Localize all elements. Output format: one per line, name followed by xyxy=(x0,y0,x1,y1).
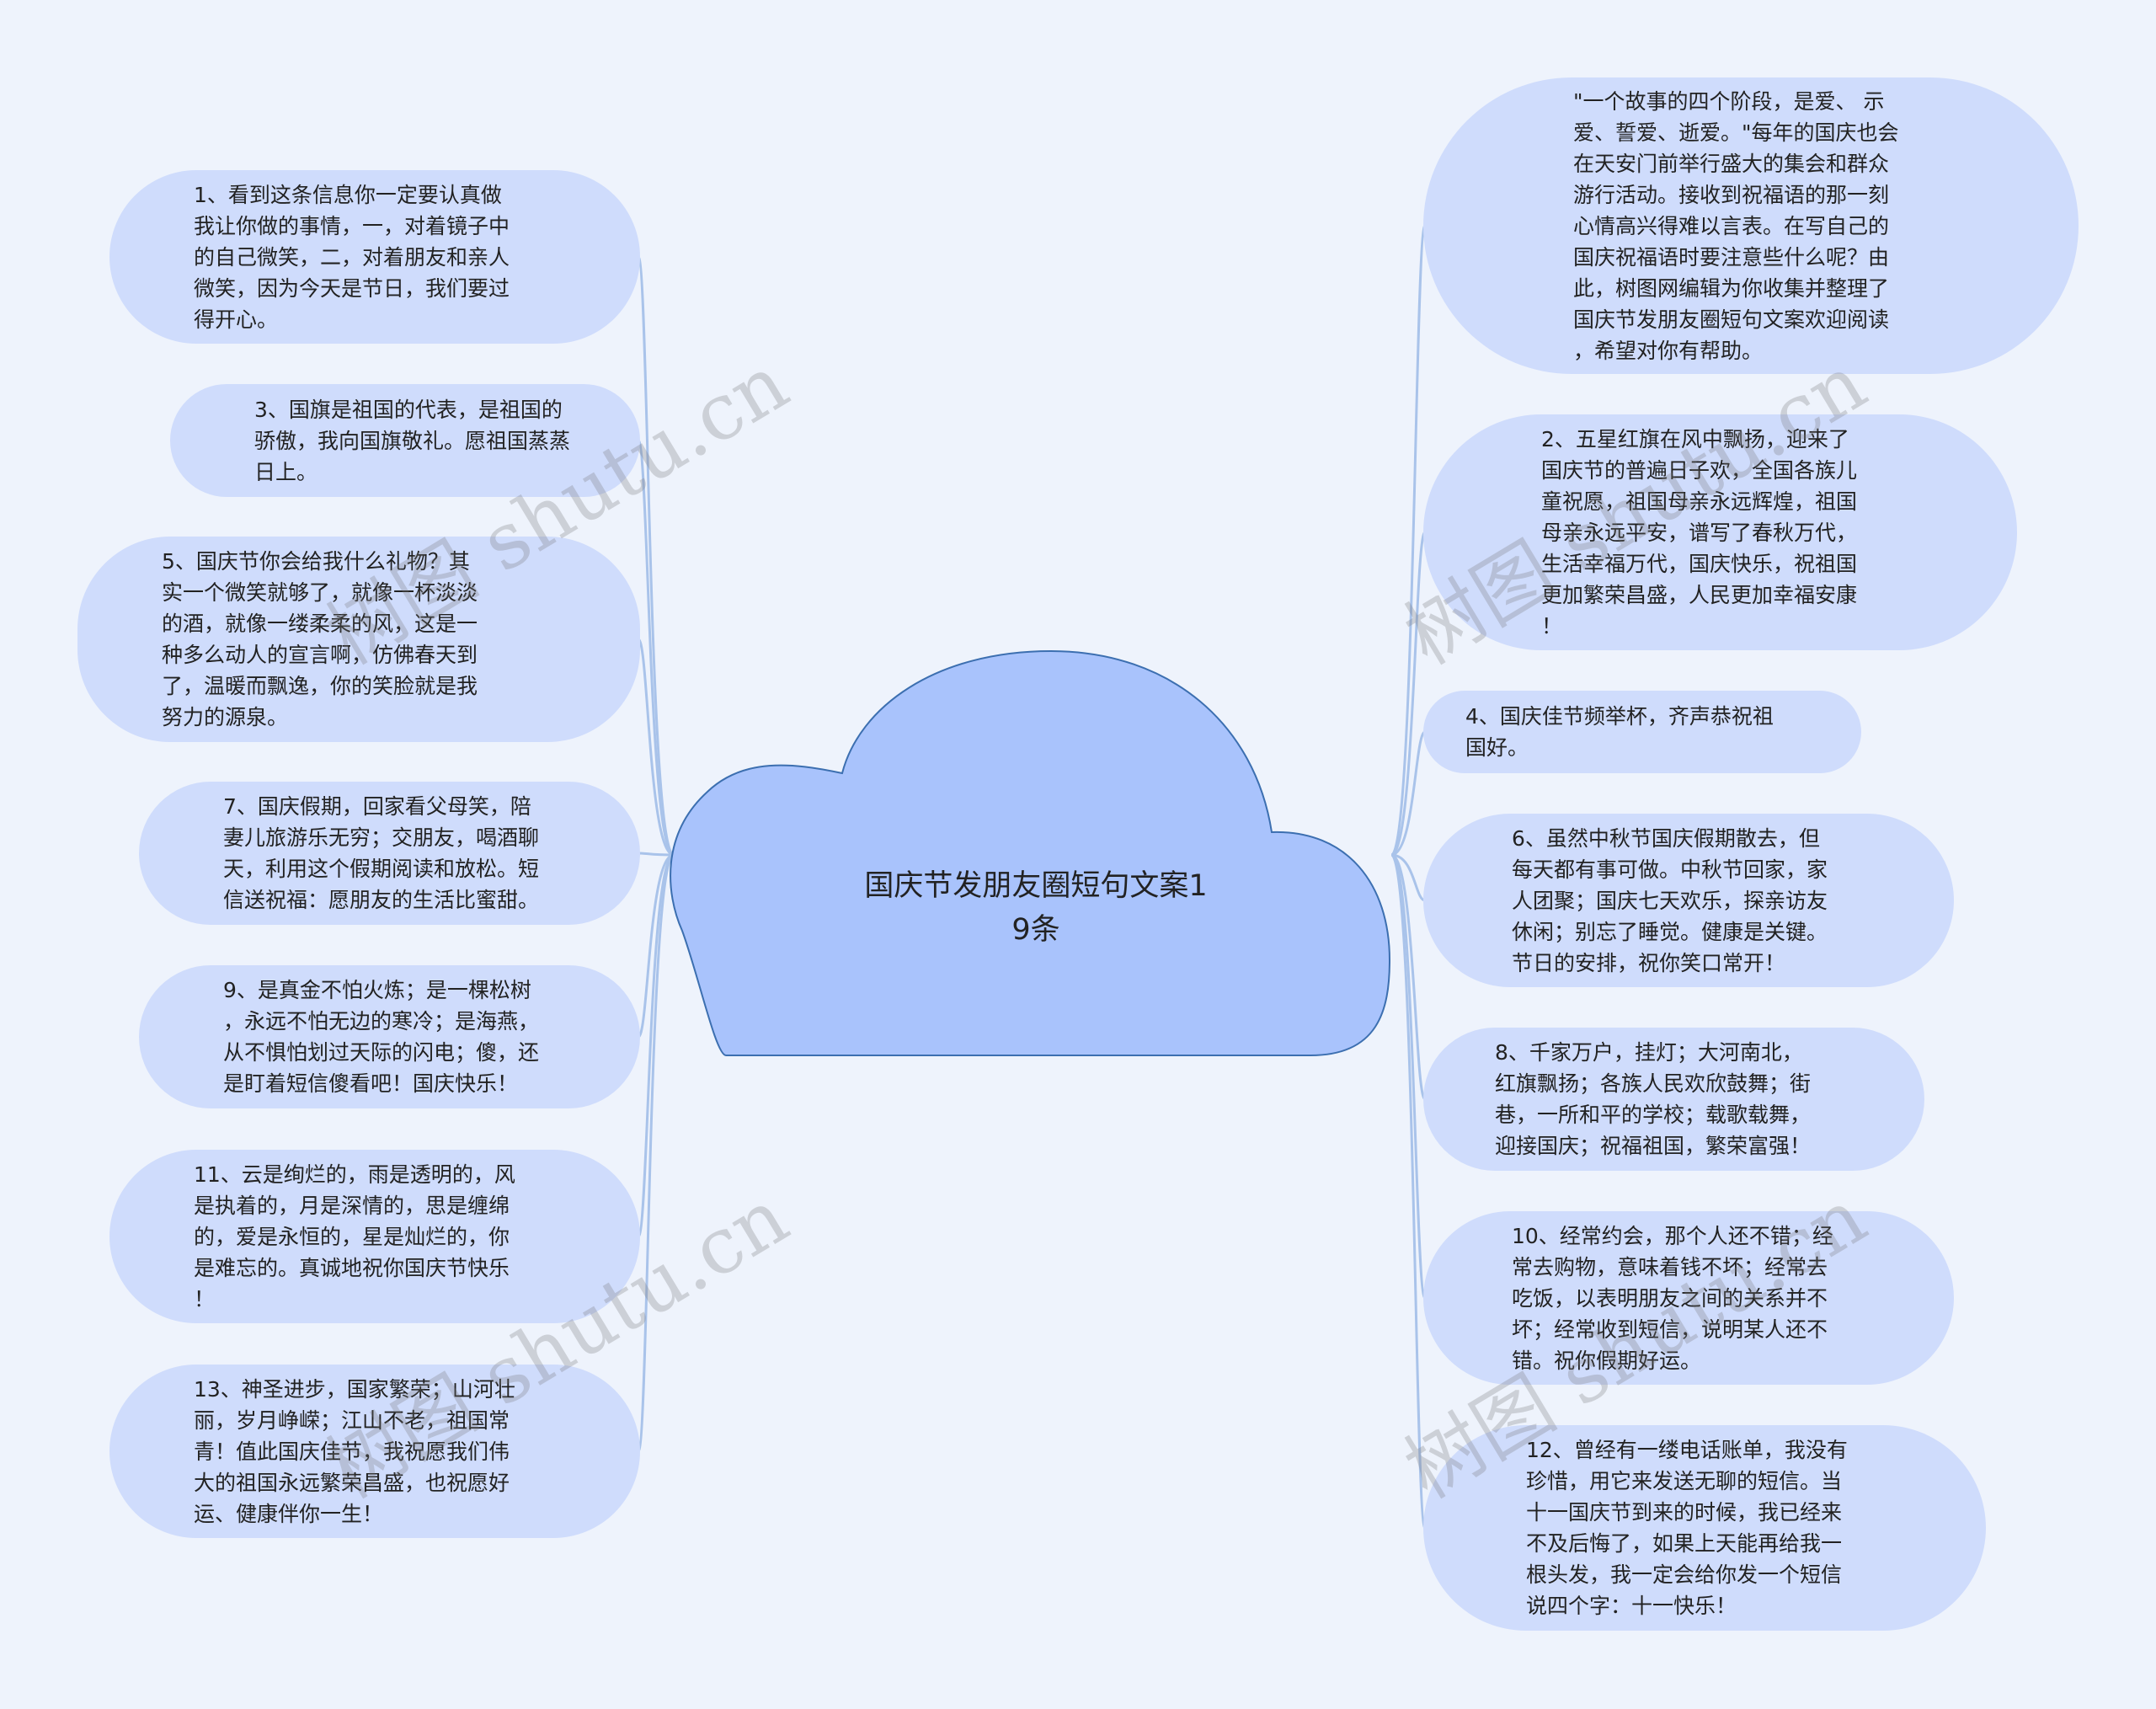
branch-node-1[interactable]: 1、看到这条信息你一定要认真做 我让你做的事情，一，对着镜子中 的自己微笑，二，… xyxy=(109,170,640,344)
branch-node-4[interactable]: 4、国庆佳节频举杯，齐声恭祝祖 国好。 xyxy=(1423,691,1861,773)
node-text: 4、国庆佳节频举杯，齐声恭祝祖 国好。 xyxy=(1465,704,1774,760)
branch-node-13[interactable]: 13、神圣进步，国家繁荣；山河壮 丽，岁月峥嵘；江山不老，祖国常 青！值此国庆佳… xyxy=(109,1365,640,1538)
connector-line xyxy=(1390,853,1426,902)
branch-node-9[interactable]: 9、是真金不怕火炼；是一棵松树 ，永远不怕无边的寒冷；是海燕， 从不惧怕划过天际… xyxy=(139,965,640,1108)
node-text: 12、曾经有一缕电话账单，我没有 珍惜，用它来发送无聊的短信。当 十一国庆节到来… xyxy=(1526,1438,1848,1618)
branch-node-10[interactable]: 10、经常约会，那个人还不错；经 常去购物，意味着钱不坏；经常去 吃饭，以表明朋… xyxy=(1423,1211,1954,1385)
node-text: 9、是真金不怕火炼；是一棵松树 ，永远不怕无边的寒冷；是海燕， 从不惧怕划过天际… xyxy=(223,978,540,1096)
branch-node-3[interactable]: 3、国旗是祖国的代表，是祖国的 骄傲，我向国旗敬礼。愿祖国蒸蒸 日上。 xyxy=(170,384,640,497)
connector-line xyxy=(1390,853,1427,1530)
branch-node-5[interactable]: 5、国庆节你会给我什么礼物？其 实一个微笑就够了，就像一杯淡淡 的酒，就像一缕柔… xyxy=(77,537,640,742)
connector-line xyxy=(637,439,675,857)
node-text: "一个故事的四个阶段，是爱、 示 爱、誓爱、逝爱。"每年的国庆也会 在天安门前举… xyxy=(1573,88,1899,363)
node-text: 8、千家万户，挂灯；大河南北， 红旗飘扬；各族人民欢欣鼓舞；街 巷，一所和平的学… xyxy=(1495,1040,1812,1158)
connector-line xyxy=(637,853,675,1453)
node-text: 1、看到这条信息你一定要认真做 我让你做的事情，一，对着镜子中 的自己微笑，二，… xyxy=(194,182,510,332)
node-text: 10、经常约会，那个人还不错；经 常去购物，意味着钱不坏；经常去 吃饭，以表明朋… xyxy=(1512,1223,1833,1373)
connector-line xyxy=(637,255,675,857)
center-cloud[interactable] xyxy=(670,649,1391,1056)
node-text: 6、虽然中秋节国庆假期散去，但 每天都有事可做。中秋节回家，家 人团聚；国庆七天… xyxy=(1512,825,1828,975)
node-text: 3、国旗是祖国的代表，是祖国的 骄傲，我向国旗敬礼。愿祖国蒸蒸 日上。 xyxy=(254,397,571,484)
node-text: 7、国庆假期，回家看父母笑，陪 妻儿旅游乐无穷；交朋友，喝酒聊 天，利用这个假期… xyxy=(223,794,540,912)
branch-node-7[interactable]: 7、国庆假期，回家看父母笑，陪 妻儿旅游乐无穷；交朋友，喝酒聊 天，利用这个假期… xyxy=(139,782,640,925)
connector-line xyxy=(1390,853,1427,1101)
connector-line xyxy=(1390,853,1427,1300)
branch-node-12[interactable]: 12、曾经有一缕电话账单，我没有 珍惜，用它来发送无聊的短信。当 十一国庆节到来… xyxy=(1423,1425,1986,1631)
connector-line xyxy=(1390,224,1427,857)
connector-line xyxy=(637,853,675,1238)
connector-line xyxy=(1390,531,1427,857)
intro-node[interactable]: "一个故事的四个阶段，是爱、 示 爱、誓爱、逝爱。"每年的国庆也会 在天安门前举… xyxy=(1423,77,2079,374)
connector-line xyxy=(638,852,675,857)
connector-lines xyxy=(637,224,1427,1530)
connector-line xyxy=(637,853,675,1039)
branch-node-11[interactable]: 11、云是绚烂的，雨是透明的，风 是执着的，月是深情的，思是缠绵 的，爱是永恒的… xyxy=(109,1150,640,1323)
branch-node-2[interactable]: 2、五星红旗在风中飘扬，迎来了 国庆节的普遍日子欢，全国各族儿 童祝愿，祖国母亲… xyxy=(1423,414,2017,650)
node-text: 5、国庆节你会给我什么礼物？其 实一个微笑就够了，就像一杯淡淡 的酒，就像一缕柔… xyxy=(162,549,478,729)
branch-node-8[interactable]: 8、千家万户，挂灯；大河南北， 红旗飘扬；各族人民欢欣鼓舞；街 巷，一所和平的学… xyxy=(1423,1028,1924,1171)
node-text: 11、云是绚烂的，雨是透明的，风 是执着的，月是深情的，思是缠绵 的，爱是永恒的… xyxy=(194,1162,515,1311)
connector-line xyxy=(1390,730,1427,857)
node-text: 2、五星红旗在风中飘扬，迎来了 国庆节的普遍日子欢，全国各族儿 童祝愿，祖国母亲… xyxy=(1541,426,1858,638)
node-text: 13、神圣进步，国家繁荣；山河壮 丽，岁月峥嵘；江山不老，祖国常 青！值此国庆佳… xyxy=(194,1376,515,1526)
branch-node-6[interactable]: 6、虽然中秋节国庆假期散去，但 每天都有事可做。中秋节回家，家 人团聚；国庆七天… xyxy=(1423,814,1954,987)
center-title: 国庆节发朋友圈短句文案1 9条 xyxy=(864,869,1208,947)
connector-line xyxy=(637,638,675,857)
